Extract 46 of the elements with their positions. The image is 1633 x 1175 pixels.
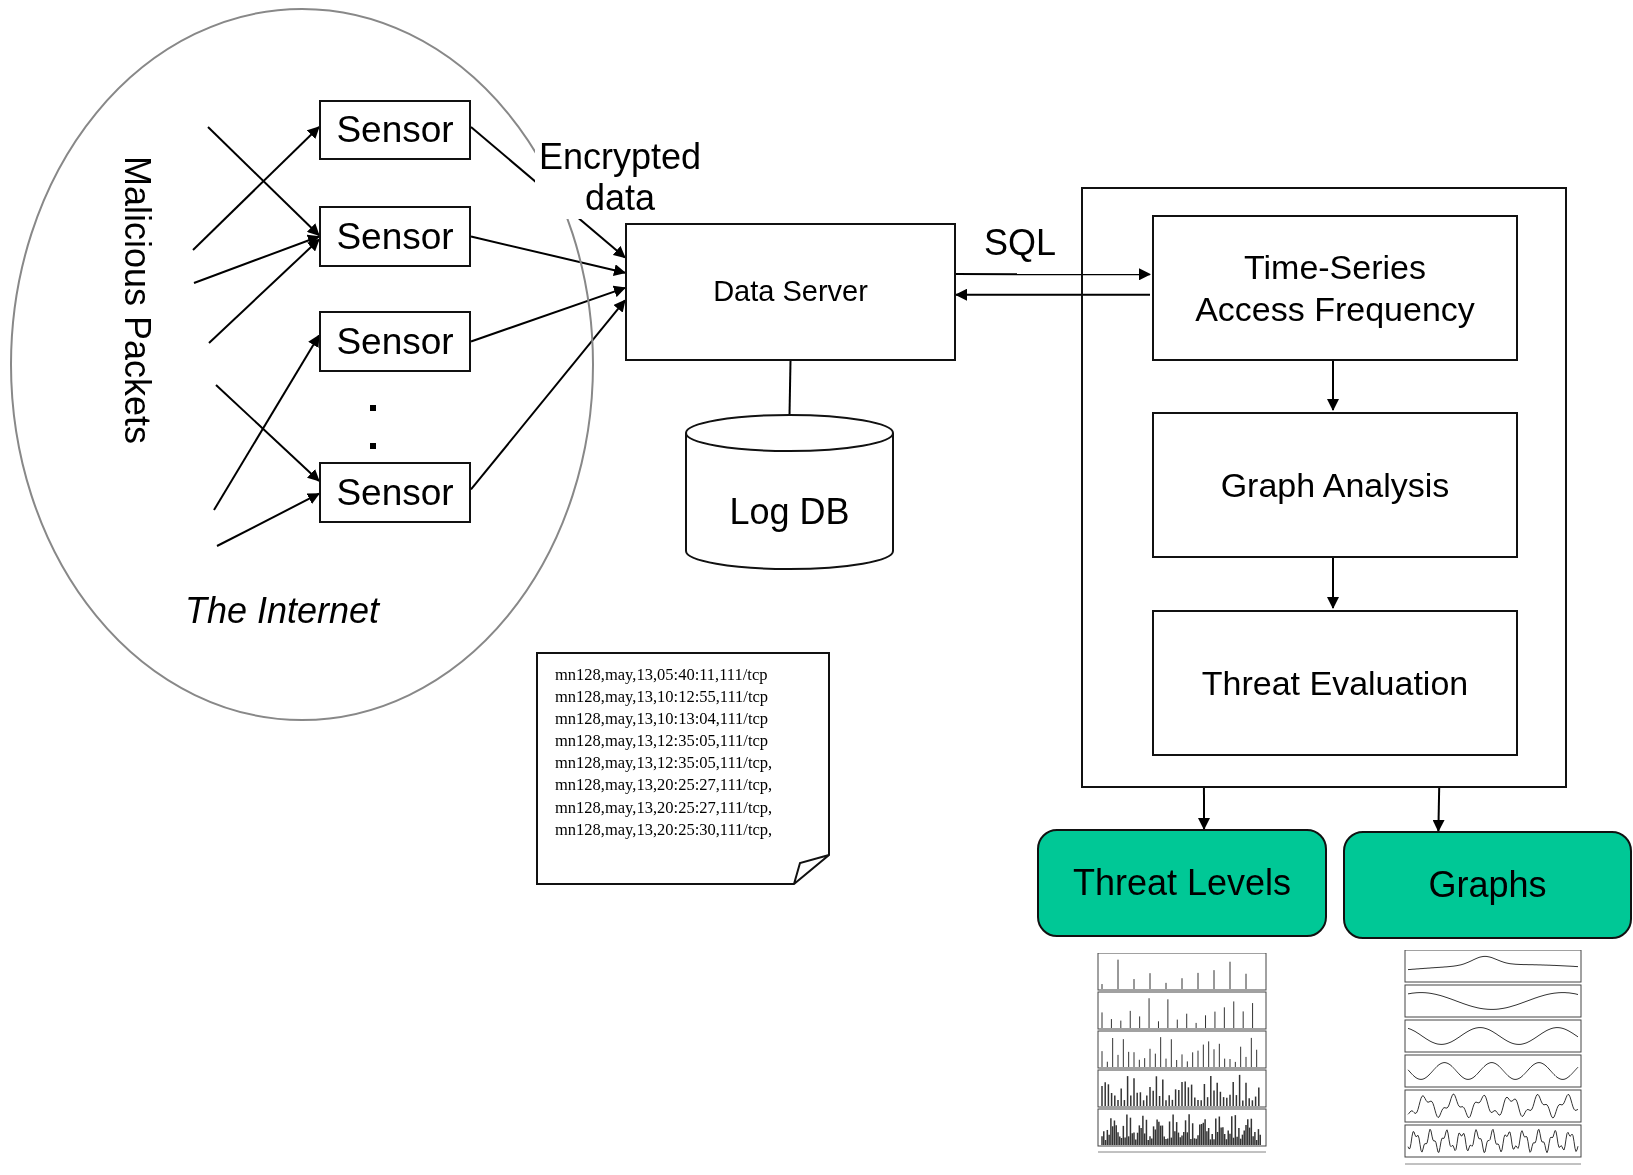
arrow — [955, 268, 1151, 281]
log-line: mn128,may,13,12:35:05,111/tcp — [555, 730, 769, 753]
arrow — [470, 235, 626, 276]
process-box — [1152, 610, 1518, 756]
arrow — [216, 492, 320, 547]
side-label: Malicious Packets — [116, 155, 158, 445]
node-label: Time-Series Access Frequency — [1194, 246, 1476, 330]
arrow — [1198, 787, 1210, 830]
arrow — [208, 238, 320, 344]
node-label: Log DB — [729, 491, 850, 533]
log-line: mn128,may,13,05:40:11,111/tcp — [555, 664, 768, 686]
region-label: The Internet — [185, 590, 380, 632]
process-box — [1152, 412, 1518, 558]
arrow — [470, 299, 626, 491]
arrow — [470, 285, 626, 343]
node-label: Threat Levels — [1072, 862, 1292, 904]
node-label: Threat Evaluation — [1201, 662, 1469, 704]
node-label: Graphs — [1428, 864, 1547, 906]
process-box — [1152, 215, 1518, 361]
log-line: mn128,may,13,20:25:27,111/tcp, — [555, 796, 773, 819]
log-line: mn128,may,13,20:25:27,111/tcp, — [555, 774, 773, 797]
sensor-box — [319, 206, 471, 267]
node-label: Data Server — [713, 274, 868, 310]
output-box — [1343, 831, 1632, 939]
sensor-box — [319, 462, 471, 523]
arrow — [955, 288, 1151, 301]
sensor-box — [319, 311, 471, 372]
log-line: mn128,may,13,12:35:05,111/tcp, — [555, 752, 773, 775]
node-label: Sensor — [336, 109, 454, 151]
node-label: Sensor — [336, 320, 454, 363]
arrow — [1432, 787, 1445, 832]
analysis-frame — [1081, 187, 1567, 788]
sensor-box — [319, 100, 471, 160]
arrow — [192, 126, 320, 251]
arrow — [207, 126, 320, 237]
node-label: Sensor — [336, 215, 454, 258]
output-box — [1037, 829, 1327, 937]
log-line: mn128,may,13,20:25:30,111/tcp, — [555, 818, 773, 841]
node-label: Graph Analysis — [1220, 464, 1450, 506]
arrow — [213, 334, 320, 511]
log-line: mn128,may,13,10:13:04,111/tcp — [555, 708, 769, 731]
server-box — [625, 223, 956, 361]
arrow — [215, 384, 320, 482]
node-label: Sensor — [336, 471, 454, 514]
arrow — [193, 234, 320, 284]
log-line: mn128,may,13,10:12:55,111/tcp — [555, 686, 769, 709]
